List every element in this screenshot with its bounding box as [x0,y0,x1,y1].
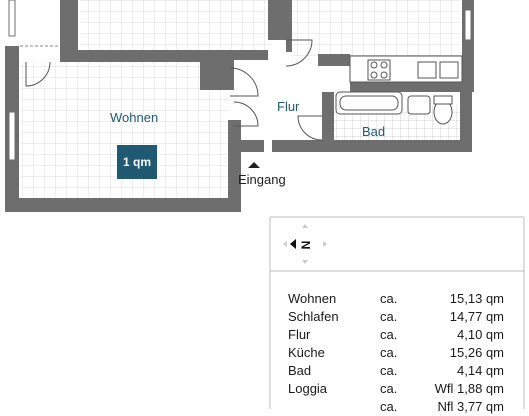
basin-icon [407,95,431,115]
scale-box: 1 qm [117,145,157,179]
room-name: Loggia [288,381,328,396]
entry-label: Eingang [238,172,286,187]
room-name: Schlafen [288,309,339,324]
approx-label: ca. [380,345,398,360]
area-row: Bad ca. 4,14 qm [288,362,504,380]
schlafen-floor [80,0,270,52]
area-value: 15,26 qm [449,345,504,360]
room-name: Bad [288,363,312,378]
area-row: ca. Nfl 3,77 qm [288,398,504,416]
approx-label: ca. [380,327,398,342]
room-name [288,398,380,416]
area-row: Schlafen ca. 14,77 qm [288,308,504,326]
room-label-bad: Bad [362,124,386,139]
approx-label: ca. [380,363,398,378]
area-row: Küche ca. 15,26 qm [288,344,504,362]
room-name: Flur [288,327,311,342]
compass-icon: N [283,224,327,264]
doors [25,39,323,141]
area-row: Wohnen ca. 15,13 qm [288,290,504,308]
kueche-floor [290,0,460,56]
room-label-wohnen: Wohnen [110,110,159,125]
room-name: Küche [288,345,325,360]
kitchen-counter [349,55,463,83]
area-value: 15,13 qm [449,291,504,306]
compass-letter: N [299,241,313,250]
windows [8,0,472,161]
room-name: Wohnen [288,291,337,306]
approx-label: ca. [380,381,398,396]
approx-label: ca. [380,309,398,324]
area-value: 4,10 qm [457,327,504,342]
bathroom-fixtures [335,91,453,125]
entry-arrow-icon [248,162,260,168]
area-table: Wohnen ca. 15,13 qm Schlafen ca. 14,77 qm Flur… [288,290,504,416]
area-row: Flur ca. 4,10 qm [288,326,504,344]
area-value: 14,77 qm [449,309,504,324]
area-value: 4,14 qm [457,363,504,378]
area-value: Wfl 1,88 qm [434,381,504,396]
walls [5,0,474,212]
approx-label: ca. [380,291,398,306]
room-label-flur: Flur [277,99,300,114]
area-value: Nfl 3,77 qm [437,399,504,414]
approx-label: ca. [380,399,398,414]
area-row: Loggia ca. Wfl 1,88 qm [288,380,504,398]
sink-icon [417,61,437,79]
info-panel-frame [269,216,525,409]
